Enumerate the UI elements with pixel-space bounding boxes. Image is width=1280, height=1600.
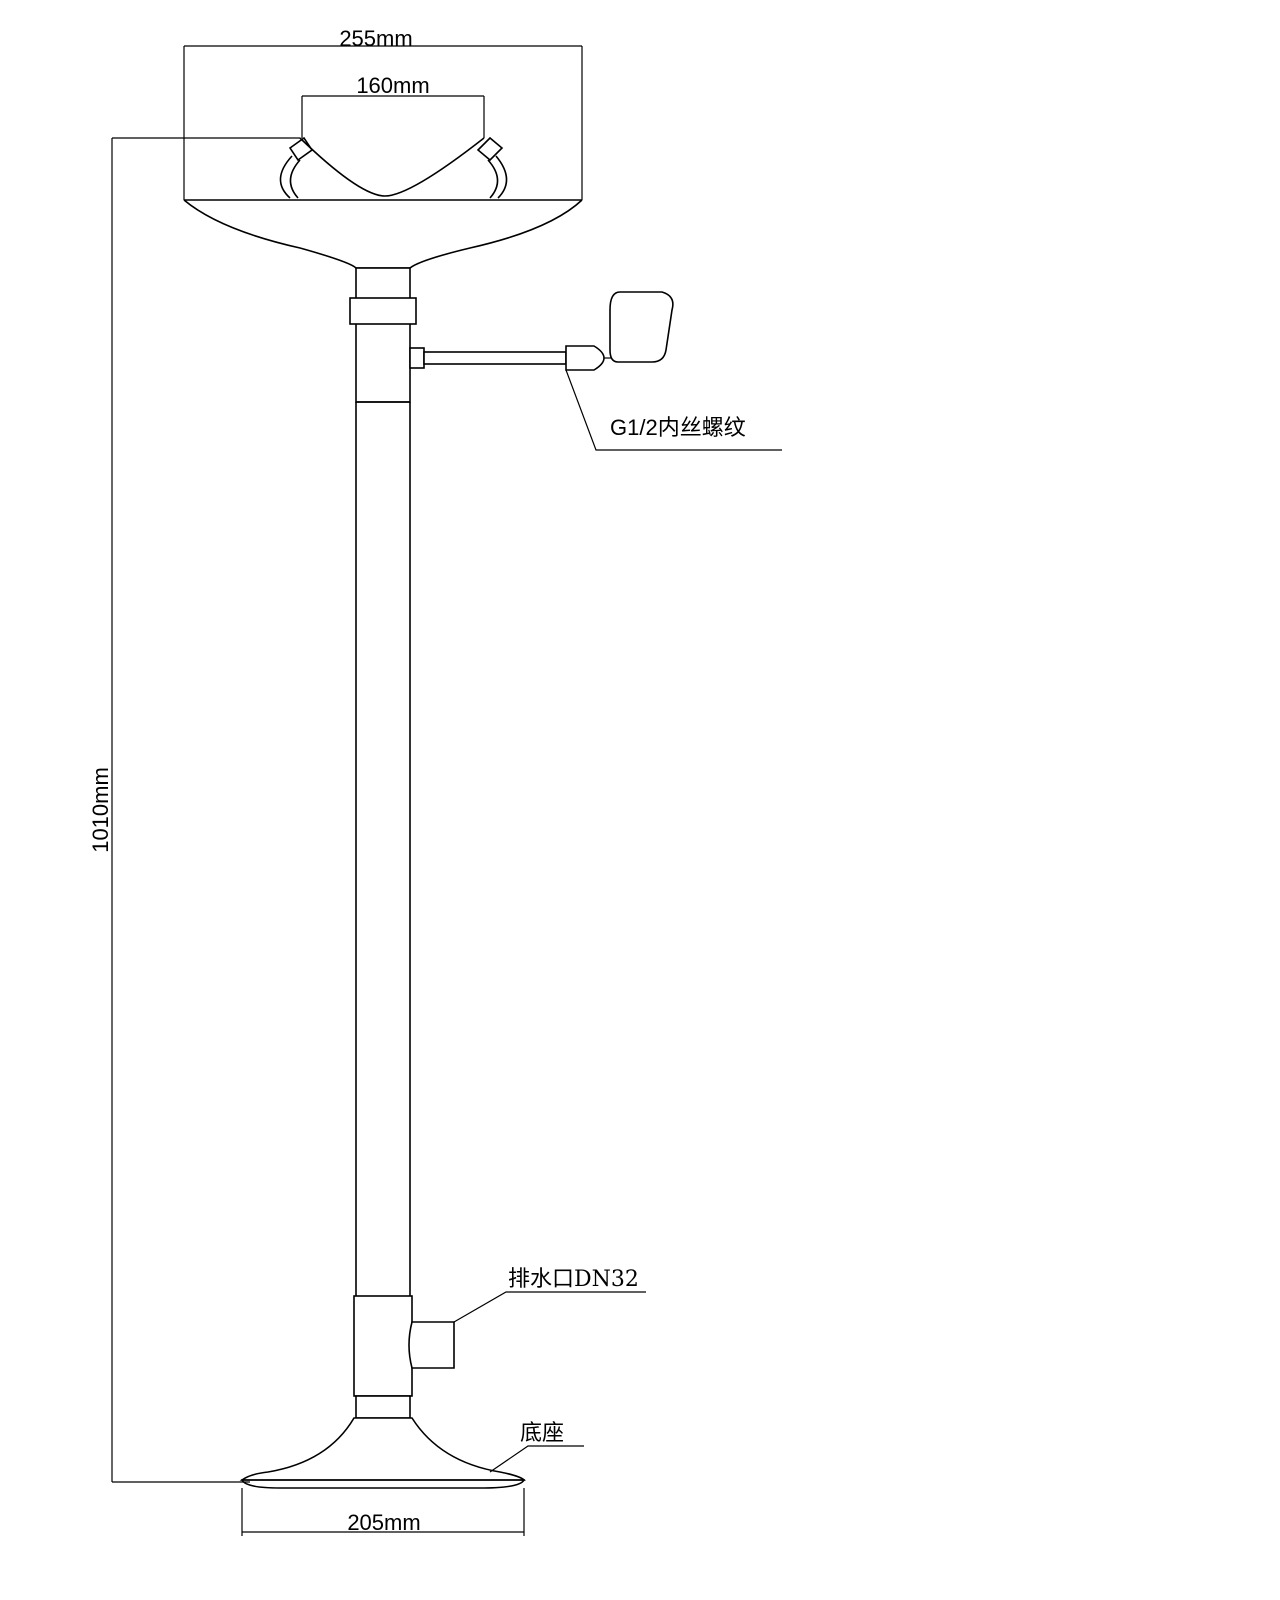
- callout-drain-label: 排水口DN32: [508, 1267, 639, 1292]
- callout-base-label: 底座: [520, 1421, 564, 1446]
- dimension-base-width: 205mm: [241, 1488, 525, 1536]
- dimension-height-label: 1010mm: [88, 767, 113, 853]
- callout-inlet-label: G1/2内丝螺纹: [610, 415, 746, 440]
- dimension-inner-width-label: 160mm: [356, 73, 429, 98]
- callout-drain: 排水口DN32: [453, 1267, 646, 1323]
- dimension-top-width-label: 255mm: [339, 26, 412, 51]
- dimension-inner-width: 160mm: [301, 73, 485, 138]
- dimension-base-width-label: 205mm: [347, 1510, 420, 1535]
- callout-inlet: G1/2内丝螺纹: [565, 369, 782, 451]
- eyewash-bowl: [183, 199, 583, 269]
- main-pipe: [355, 402, 411, 1296]
- upper-pipe: [349, 267, 417, 403]
- dimension-height: 1010mm: [88, 137, 300, 1483]
- right-nozzle: [476, 136, 508, 199]
- spray-heads: [279, 136, 508, 199]
- callout-base: 底座: [489, 1421, 584, 1473]
- drain-tee: [353, 1295, 455, 1419]
- valve-handle-paddle: [609, 291, 674, 363]
- dimension-top-width: 255mm: [183, 26, 583, 200]
- valve-arm: [409, 291, 674, 371]
- base-foot: [239, 1417, 526, 1489]
- left-nozzle: [279, 136, 314, 199]
